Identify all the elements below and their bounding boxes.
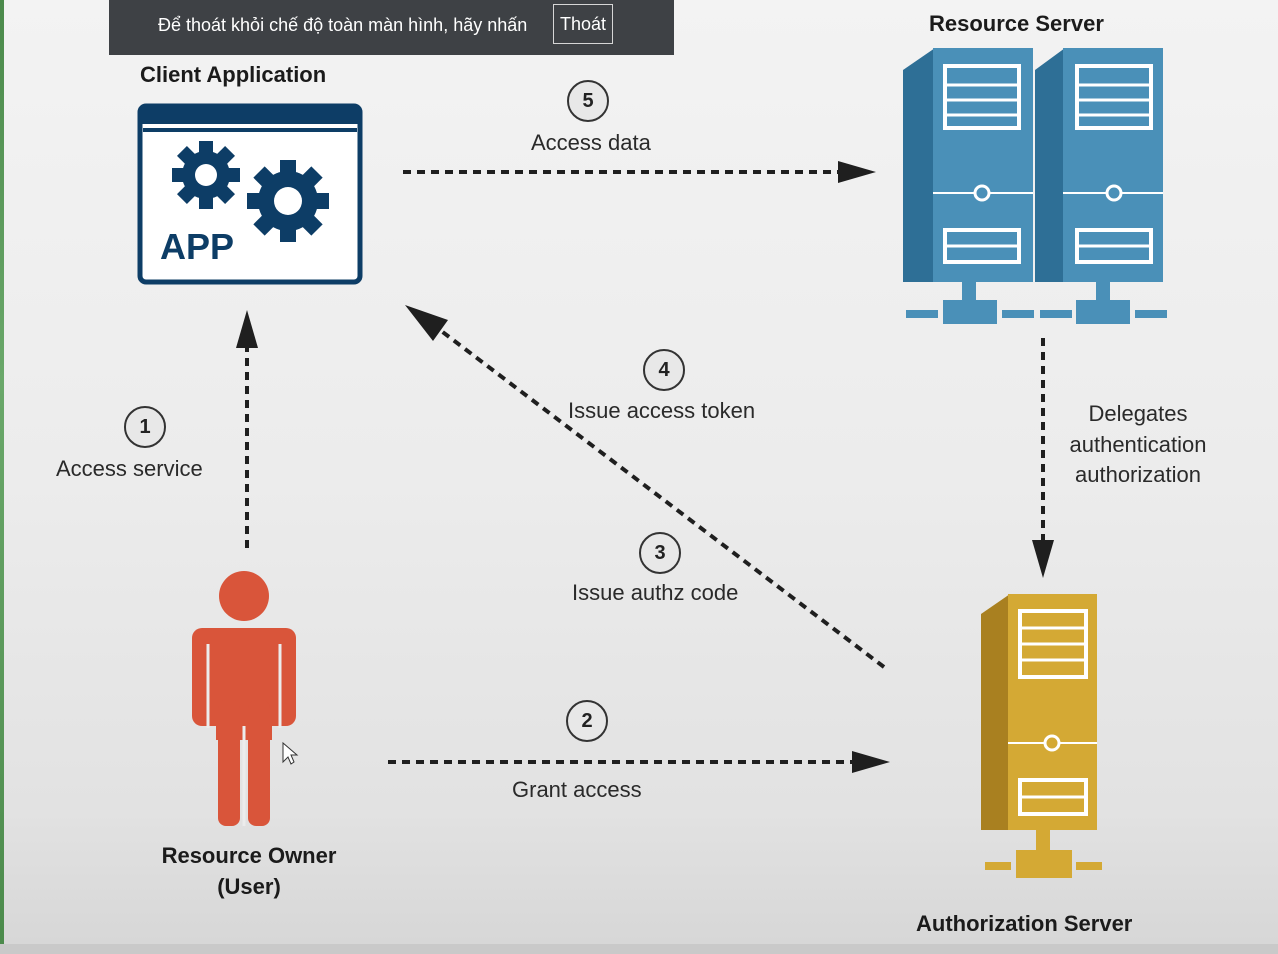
network-connector-blue [906, 282, 1167, 324]
delegates-note-line3: authorization [1075, 462, 1201, 487]
window-edge-left [0, 0, 4, 954]
window-edge-bottom [0, 944, 1278, 954]
exit-fullscreen-button[interactable]: Thoát [553, 4, 613, 44]
delegates-note-line1: Delegates [1088, 401, 1188, 426]
mouse-cursor-icon [282, 741, 299, 765]
step-badge-1: 1 [124, 406, 166, 448]
step-label-issue-access-token: Issue access token [568, 398, 756, 423]
user-limb-lines [206, 644, 282, 826]
gear-icon-large [247, 160, 329, 242]
network-connector-gold [985, 830, 1102, 878]
fullscreen-banner: Để thoát khỏi chế độ toàn màn hình, hãy … [109, 0, 674, 55]
gear-icon-small [172, 141, 240, 209]
fullscreen-message: Để thoát khỏi chế độ toàn màn hình, hãy … [158, 15, 528, 35]
resource-owner-title: Resource Owner [161, 843, 337, 868]
step-badge-3: 3 [639, 532, 681, 574]
step-label-access-service: Access service [56, 456, 203, 481]
delegates-note-line2: authentication [1069, 432, 1207, 457]
user-person-icon [192, 571, 296, 826]
resource-owner-subtitle: (User) [217, 874, 281, 899]
arrow-issue-token [405, 305, 886, 669]
step-label-access-data: Access data [531, 130, 651, 155]
step-badge-4: 4 [643, 349, 685, 391]
step-badge-2: 2 [566, 700, 608, 742]
step-badge-5: 5 [567, 80, 609, 122]
step-label-grant-access: Grant access [512, 777, 642, 802]
arrow-access-service [236, 310, 258, 548]
server-tower-left [903, 48, 1033, 282]
client-app-title: Client Application [140, 62, 327, 87]
resource-server-title: Resource Server [929, 11, 1104, 36]
authorization-server-icon [981, 594, 1102, 878]
arrow-grant-access [388, 751, 890, 773]
resource-server-icon [903, 48, 1167, 324]
arrow-delegates [1032, 338, 1054, 578]
app-icon-text: APP [160, 226, 234, 267]
authorization-server-title: Authorization Server [916, 911, 1133, 936]
server-tower-right [1035, 48, 1163, 282]
step-label-issue-authz-code: Issue authz code [572, 580, 739, 605]
arrow-access-data [403, 161, 876, 183]
